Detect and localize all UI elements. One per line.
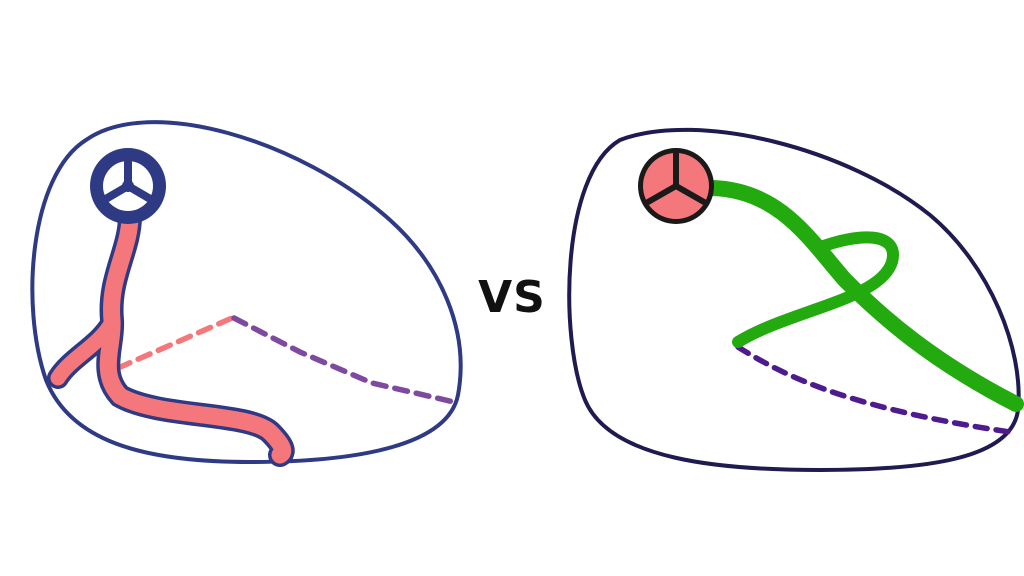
left-dashed-pink-line [115,315,235,371]
right-diagram [567,127,1024,473]
left-outline [30,120,463,465]
right-outline [567,127,1021,473]
tri-lobed-node-icon [90,148,166,224]
tri-lobed-node-icon [638,148,714,224]
left-dashed-purple-line [231,315,457,405]
left-diagram [30,120,463,467]
right-green-loop [732,231,899,348]
right-dashed-line [735,344,1013,435]
left-vessel [47,204,295,467]
vs-label: VS [478,272,546,323]
right-green-vessel [704,180,1024,412]
